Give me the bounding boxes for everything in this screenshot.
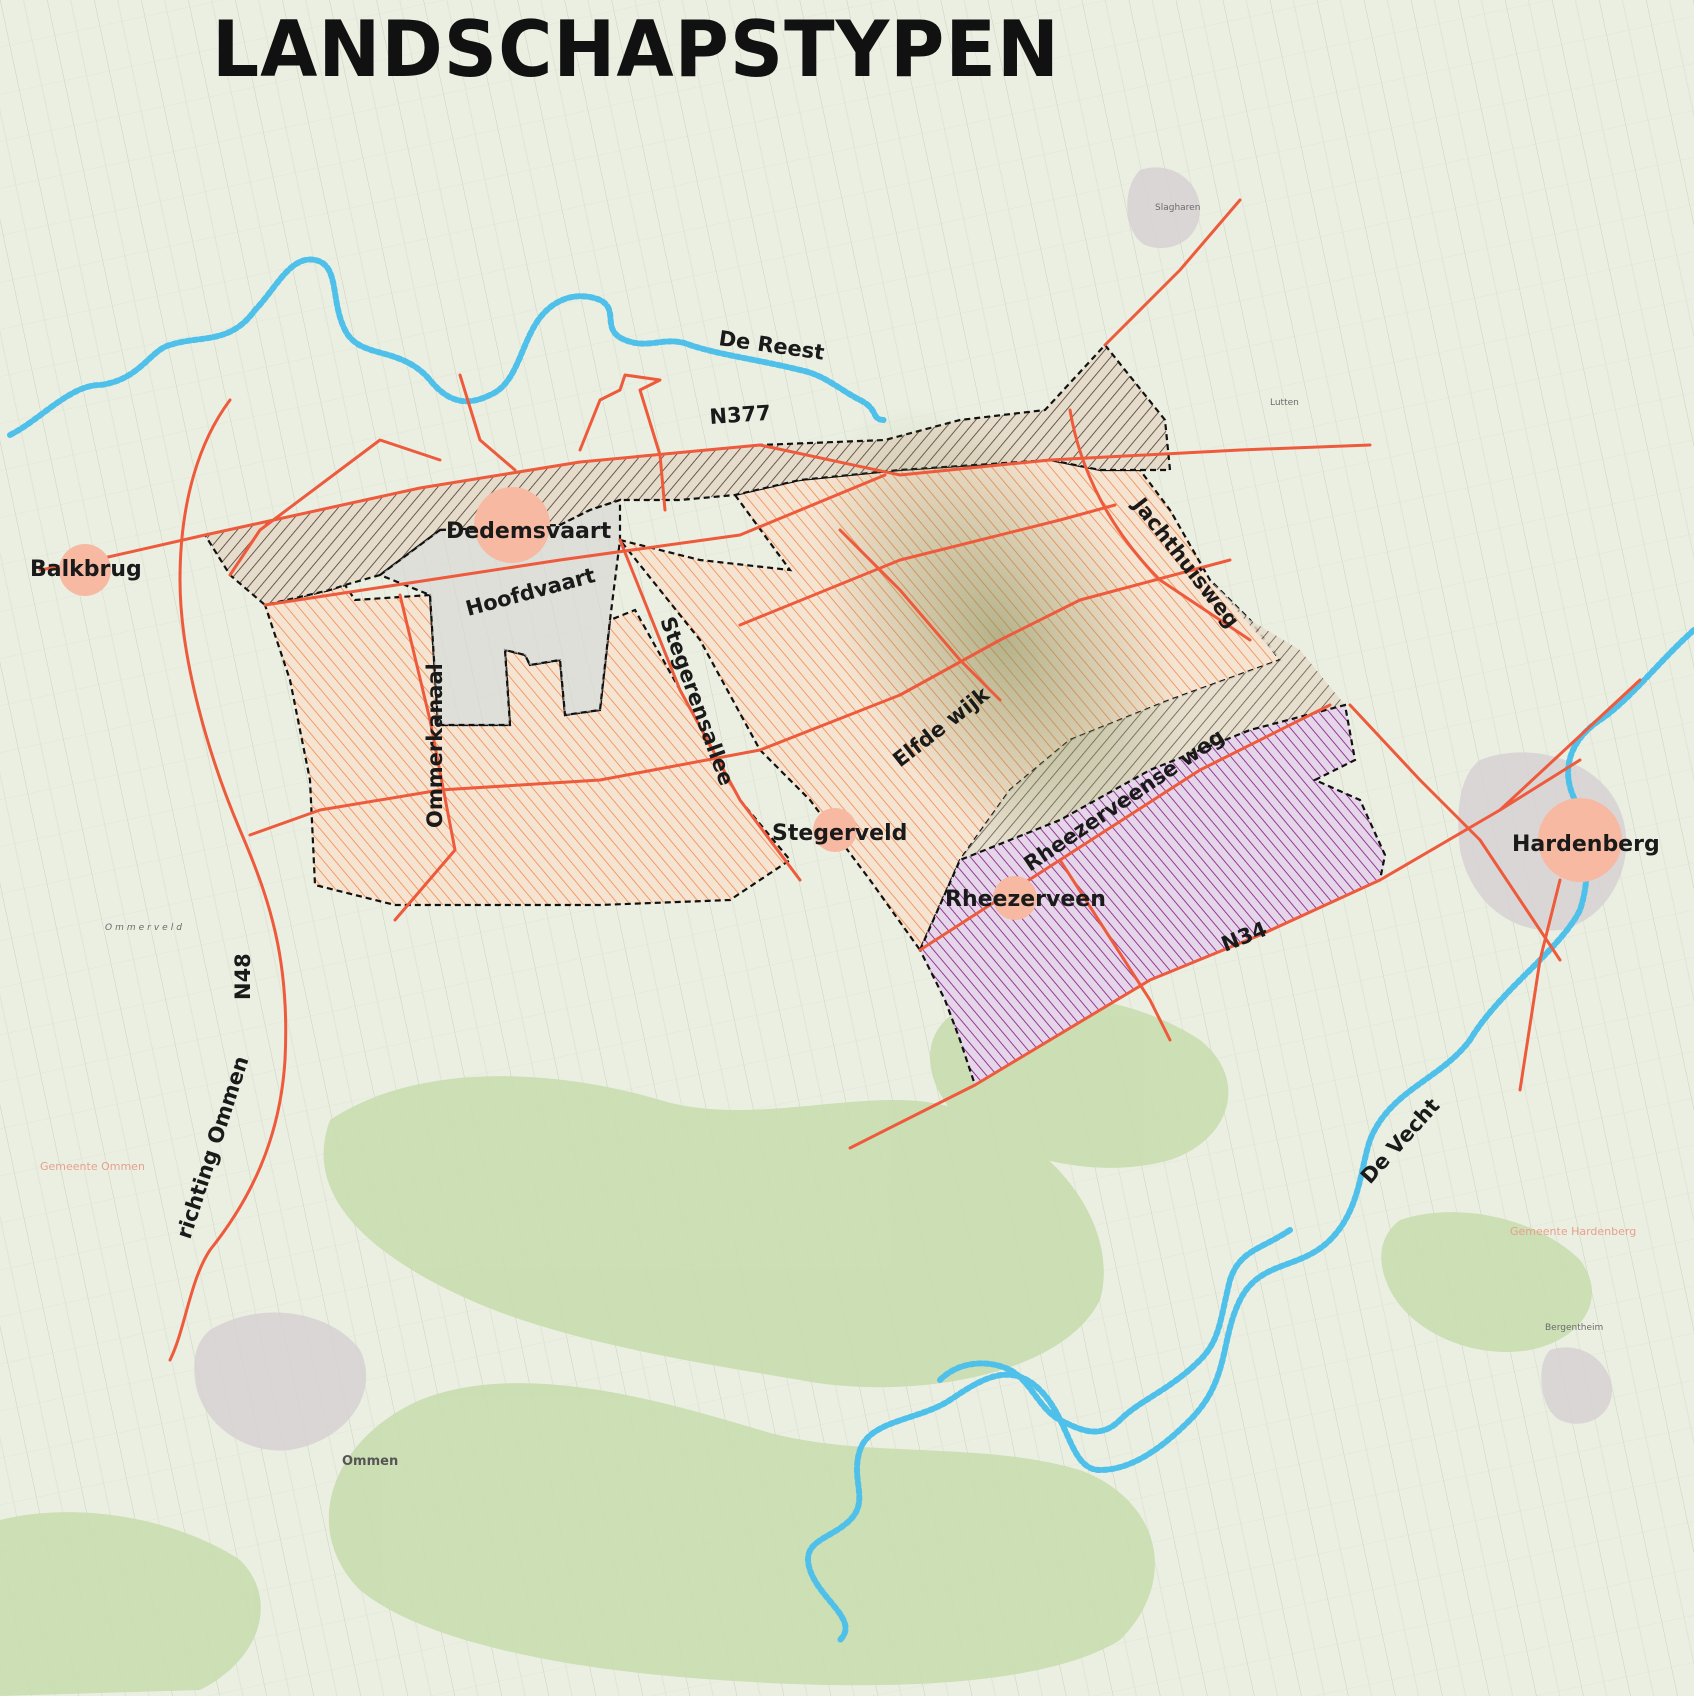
road-stegerensallee [618, 538, 802, 882]
forest-areas [0, 995, 1592, 1696]
marker-dedemsvaart [474, 487, 550, 563]
zone-purple [918, 703, 1387, 1087]
label-balkbrug: Balkbrug [30, 557, 142, 582]
label-ommerveld: Ommerveld [105, 923, 185, 933]
road-west-connector [248, 558, 1232, 837]
road-north-spur-2 [578, 373, 667, 512]
roads [38, 198, 1642, 1362]
label-slagharen: Slagharen [1155, 203, 1200, 213]
road-hardenberg-s [1518, 878, 1562, 1092]
dedemsvaart-core-outline [377, 498, 622, 727]
label-n48: N48 [231, 953, 255, 1000]
label-bergentheim: Bergentheim [1545, 1323, 1603, 1333]
label-dedemsvaart: Dedemsvaart [446, 519, 612, 544]
river-de-reest [7, 256, 888, 438]
marker-rheezerveen [993, 876, 1037, 920]
marker-stegerveld [813, 808, 857, 852]
label-n377: N377 [709, 401, 772, 429]
road-jachthuisweg [1068, 408, 1252, 642]
road-slagharen [1148, 198, 1242, 302]
road-hoofdvaart [263, 473, 887, 607]
road-west-link [228, 438, 442, 577]
road-hardenberg-ne [1498, 678, 1642, 812]
marker-balkbrug [59, 544, 111, 596]
road-elfde-wijk [738, 503, 1117, 627]
label-rheezerveen: Rheezerveen [945, 887, 1106, 912]
label-hardenberg: Hardenberg [1512, 832, 1660, 857]
label-gemeente-hardenberg: Gemeente Hardenberg [1510, 1225, 1636, 1238]
place-markers [59, 487, 1622, 920]
road-ommerkanaal [393, 593, 457, 922]
road-south-cross [1058, 858, 1172, 1042]
marker-hardenberg [1538, 798, 1622, 882]
place-labels: Dedemsvaart Balkbrug Stegerveld Rheezerv… [30, 519, 1660, 912]
background-labels: Ommen Lutten Slagharen Bergentheim Gemee… [40, 203, 1636, 1469]
river-de-vecht-upper [937, 1227, 1293, 1435]
label-lutten: Lutten [1270, 398, 1299, 408]
road-n377 [93, 443, 1242, 562]
road-n377-east [1238, 443, 1372, 452]
label-ommen-town: Ommen [342, 1454, 398, 1469]
road-hardenberg-cross [1348, 703, 1562, 962]
road-rheezerveense-weg [918, 703, 1332, 952]
road-central-cross [838, 528, 1002, 702]
road-n48 [168, 398, 288, 1362]
label-gemeente-ommen: Gemeente Ommen [40, 1160, 145, 1173]
label-ommerkanaal: Ommerkanaal [423, 663, 447, 828]
label-stegerveld: Stegerveld [772, 821, 907, 846]
road-north-spur-1 [458, 373, 517, 472]
road-northeast-connector [1103, 298, 1152, 347]
map-title: LANDSCHAPSTYPEN [212, 4, 1060, 96]
